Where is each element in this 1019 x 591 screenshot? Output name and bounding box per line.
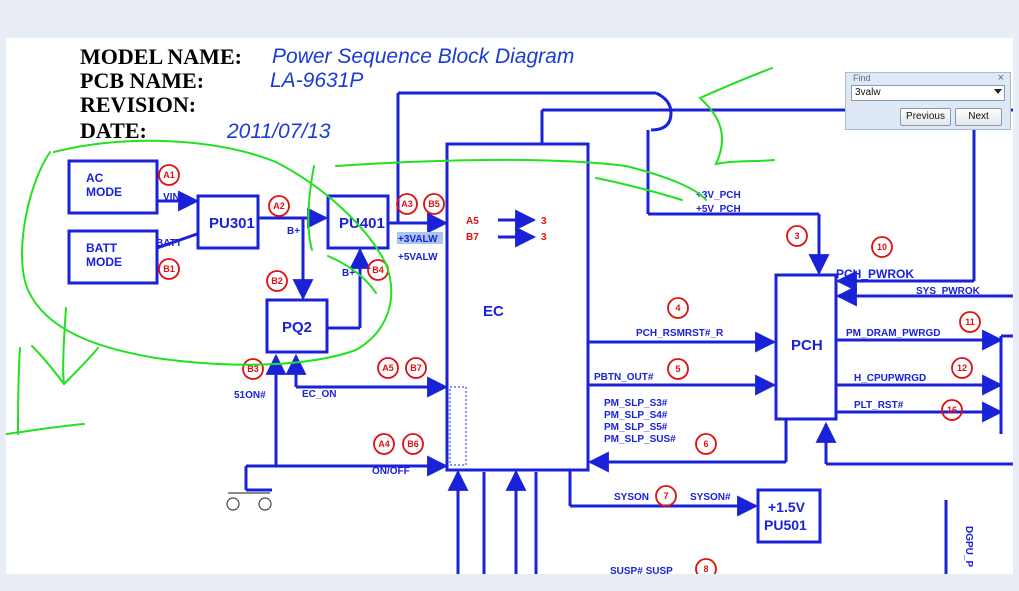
ec-label: EC <box>483 303 504 320</box>
pcb-name-value: LA-9631P <box>270 69 364 92</box>
pch-pwrok-label: PCH_PWROK <box>836 267 914 281</box>
document-viewer: MODEL NAME: Power Sequence Block Diagram… <box>6 38 1013 574</box>
find-panel-title: Find <box>853 73 871 83</box>
pu501-block <box>756 488 822 544</box>
batt-mode-block <box>67 229 159 285</box>
bplus-label-1: B+ <box>287 226 300 237</box>
batt-mode-label-2: MODE <box>86 255 122 269</box>
marker-b5: B5 <box>428 199 440 209</box>
model-name-label: MODEL NAME: <box>80 44 242 69</box>
marker-b2: B2 <box>271 276 283 286</box>
pu501-label-2: PU501 <box>764 517 807 533</box>
power-button-pad-left-icon <box>226 497 240 511</box>
3v-pch-label: +3V_PCH <box>696 190 741 201</box>
pq2-label: PQ2 <box>282 319 312 336</box>
date-value: 2011/07/13 <box>227 120 331 143</box>
pu501-label-1: +1.5V <box>768 499 806 515</box>
chevron-down-icon[interactable] <box>994 89 1002 94</box>
ac-mode-label-2: MODE <box>86 185 122 199</box>
next-button[interactable]: Next <box>955 108 1002 126</box>
marker-6: 6 <box>703 439 708 449</box>
close-icon[interactable]: × <box>997 72 1004 84</box>
ec-b7-label: B7 <box>466 232 479 243</box>
ec-block <box>445 142 590 472</box>
ec-b7-3-label: 3 <box>541 232 547 243</box>
marker-11: 11 <box>965 317 975 327</box>
pu301-label: PU301 <box>209 215 255 232</box>
pm-dram-pwrgd-label: PM_DRAM_PWRGD <box>846 328 940 339</box>
marker-12: 12 <box>957 363 967 373</box>
marker-a1: A1 <box>163 170 175 180</box>
ac-mode-label-1: AC <box>86 171 104 185</box>
pch-label: PCH <box>791 337 823 354</box>
slp-s5-label: PM_SLP_S5# <box>604 422 668 433</box>
date-label: DATE: <box>80 118 147 143</box>
ac-mode-block <box>67 159 159 215</box>
slp-s4-label: PM_SLP_S4# <box>604 410 668 421</box>
marker-5: 5 <box>675 364 680 374</box>
51on-label: 51ON# <box>234 390 266 401</box>
sys-pwrok-label: SYS_PWROK <box>916 286 981 297</box>
marker-16: 16 <box>947 405 957 415</box>
pch-rsmrst-label: PCH_RSMRST#_R <box>636 328 724 339</box>
marker-8: 8 <box>703 564 708 574</box>
on-off-label: ON/OFF <box>372 466 410 477</box>
marker-3: 3 <box>794 231 799 241</box>
find-panel: Find × 3valw Previous Next <box>845 72 1011 130</box>
pcb-name-label: PCB NAME: <box>80 68 205 93</box>
plt-rst-label: PLT_RST# <box>854 400 904 411</box>
marker-a4: A4 <box>378 439 390 449</box>
5valw-label: +5VALW <box>398 252 438 263</box>
3valw-label: +3VALW <box>398 234 438 245</box>
power-sequence-diagram: AC MODE BATT MODE PU301 PU401 PQ2 EC PCH… <box>6 67 1013 574</box>
slp-sus-label: PM_SLP_SUS# <box>604 434 676 445</box>
previous-button[interactable]: Previous <box>900 108 951 126</box>
pu301-block <box>196 194 260 250</box>
marker-b6: B6 <box>407 439 419 449</box>
marker-a3: A3 <box>401 199 413 209</box>
marker-b7: B7 <box>410 363 422 373</box>
batt-mode-label-1: BATT <box>86 241 118 255</box>
marker-b4: B4 <box>372 265 384 275</box>
slp-s3-label: PM_SLP_S3# <box>604 398 668 409</box>
vin-label: VIN <box>163 192 180 203</box>
marker-a5: A5 <box>382 363 394 373</box>
5v-pch-label: +5V_PCH <box>696 204 741 215</box>
batt-label: BATT <box>156 238 182 249</box>
susp-label: SUSP# SUSP <box>610 566 673 574</box>
ec-a5-label: A5 <box>466 216 479 227</box>
power-button-pad-right-icon <box>258 497 272 511</box>
ec-on-label: EC_ON <box>302 389 336 400</box>
marker-b1: B1 <box>163 264 175 274</box>
find-query: 3valw <box>855 87 881 98</box>
h-cpupwrgd-label: H_CPUPWRGD <box>854 373 926 384</box>
bplus-label-2: B+ <box>342 268 355 279</box>
pu401-label: PU401 <box>339 215 385 232</box>
marker-4: 4 <box>675 303 680 313</box>
marker-a2: A2 <box>273 201 285 211</box>
marker-10: 10 <box>877 242 887 252</box>
marker-b3: B3 <box>247 364 259 374</box>
find-input[interactable]: 3valw <box>851 85 1005 101</box>
syson-label: SYSON <box>614 492 649 503</box>
syson-n-label: SYSON# <box>690 492 731 503</box>
pbtn-out-label: PBTN_OUT# <box>594 372 654 383</box>
ec-a5-3-label: 3 <box>541 216 547 227</box>
model-name-value: Power Sequence Block Diagram <box>272 45 575 68</box>
revision-label: REVISION: <box>80 92 197 117</box>
marker-7: 7 <box>663 491 668 501</box>
dgpu-label: DGPU_P <box>963 526 974 567</box>
green-annotation-scribble <box>6 67 775 435</box>
